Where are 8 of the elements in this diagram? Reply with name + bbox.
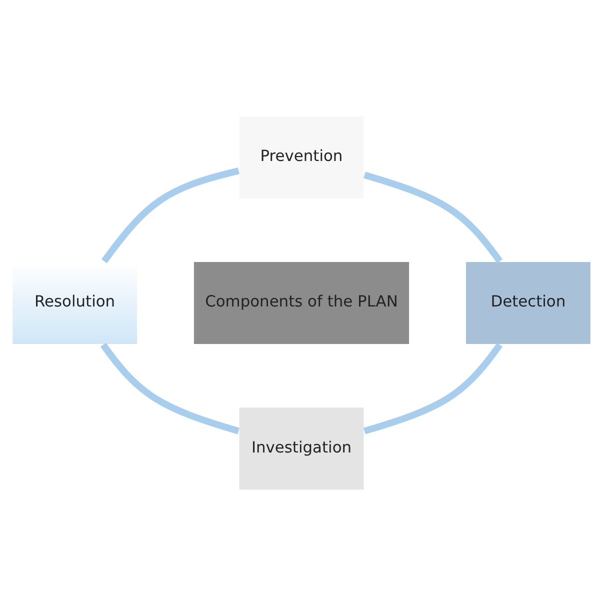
connector — [100, 342, 240, 434]
node-box: Prevention — [238, 114, 365, 199]
connector — [363, 171, 503, 263]
node-box: Components of the PLAN — [192, 260, 410, 344]
connector — [363, 342, 503, 434]
node-box: Investigation — [238, 406, 365, 490]
node-box: Detection — [465, 260, 592, 344]
connector — [101, 167, 240, 263]
